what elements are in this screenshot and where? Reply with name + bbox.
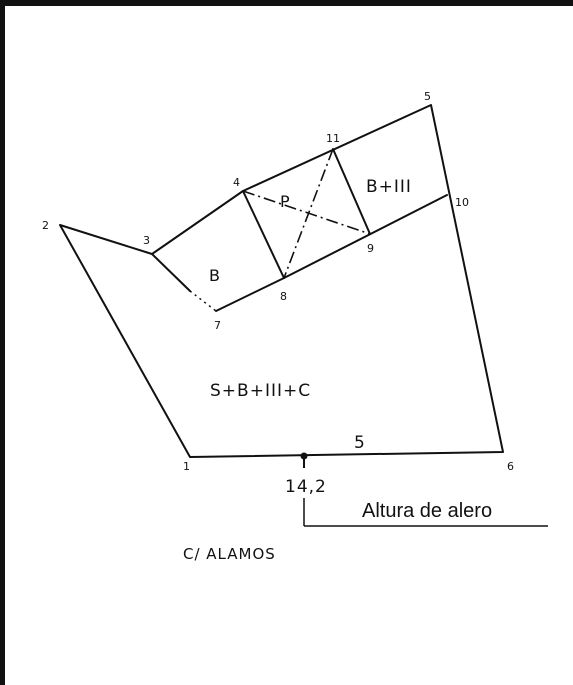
edge-7-8 <box>215 277 285 312</box>
point-label-10: 10 <box>455 196 469 209</box>
point-label-9: 9 <box>367 242 374 255</box>
street-name: C/ ALAMOS <box>183 545 276 563</box>
diagonal-11-8 <box>283 148 334 279</box>
point-label-5: 5 <box>424 90 431 103</box>
dashed-3-7 <box>189 290 217 312</box>
point-label-6: 6 <box>507 460 514 473</box>
point-label-7: 7 <box>214 319 221 332</box>
edge-11-9 <box>332 148 371 235</box>
zone-label-b: B <box>209 266 221 285</box>
point-label-4: 4 <box>233 176 240 189</box>
point-label-11: 11 <box>326 132 340 145</box>
lot-outline <box>59 104 504 458</box>
edge-3-7 <box>151 253 191 292</box>
eave-height-value: 14,2 <box>285 477 327 497</box>
zone-label-b-iii: B+III <box>366 177 412 197</box>
point-label-1: 1 <box>183 460 190 473</box>
front-dimension: 5 <box>354 433 366 453</box>
zone-label-p: P <box>280 192 291 211</box>
point-label-2: 2 <box>42 219 49 232</box>
edge-4-8 <box>242 190 285 279</box>
point-label-3: 3 <box>143 234 150 247</box>
zone-label-s-b-iii-c: S+B+III+C <box>210 381 311 401</box>
diagonal-4-9 <box>242 190 371 235</box>
point-label-8: 8 <box>280 290 287 303</box>
eave-height-label: Altura de alero <box>362 500 492 522</box>
edge-8-10 <box>283 194 448 279</box>
